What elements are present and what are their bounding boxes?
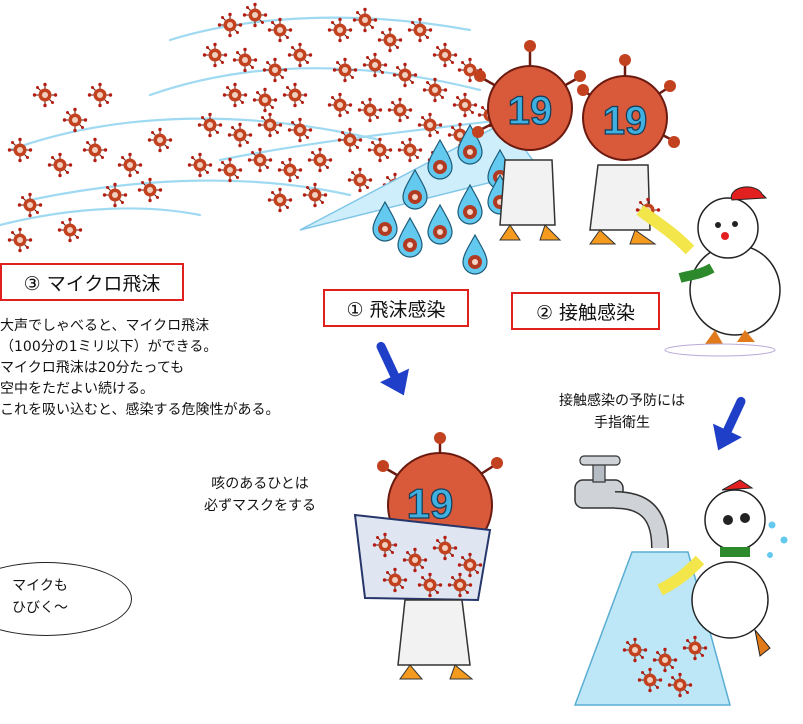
- contact-prevention-line-2: 手指衛生: [594, 415, 650, 431]
- masked-virus-character: 19: [353, 432, 503, 680]
- svg-text:19: 19: [603, 99, 648, 143]
- mask-caption-line-2: 必ずマスクをする: [204, 498, 316, 514]
- virus-character-coughing: 19: [472, 40, 586, 241]
- explanation-line-2: （100分の1ミリ以下）ができる。: [0, 339, 218, 355]
- wind-streaks: [0, 16, 522, 227]
- arrow-down-droplet-icon: [367, 340, 419, 402]
- label-contact-infection: ② 接触感染: [511, 292, 660, 330]
- micro-droplet-virus-cloud: [7, 2, 503, 253]
- contact-prevention-caption: 接触感染の予防には 手指衛生: [522, 390, 722, 434]
- svg-text:19: 19: [508, 89, 553, 133]
- snowman-character: [636, 186, 781, 357]
- mask-caption-line-1: 咳のあるひとは: [211, 476, 309, 492]
- label-droplet-infection: ① 飛沫感染: [323, 289, 469, 327]
- virus-character-touching: 19: [577, 54, 680, 245]
- svg-text:19: 19: [407, 480, 454, 527]
- speech-bubble-line-2: ひびく〜: [12, 600, 68, 616]
- explanation-line-3: マイクロ飛沫は20分たっても: [0, 360, 185, 376]
- speech-bubble-text: マイクも ひびく〜: [0, 575, 80, 619]
- speech-bubble-line-1: マイクも: [12, 578, 68, 594]
- mask-caption: 咳のあるひとは 必ずマスクをする: [180, 473, 340, 517]
- contact-prevention-line-1: 接触感染の予防には: [559, 393, 685, 409]
- explanation-line-5: これを吸い込むと、感染する危険性がある。: [0, 402, 280, 418]
- explanation-line-1: 大声でしゃべると、マイクロ飛沫: [0, 318, 210, 334]
- speech-bubble: [0, 562, 132, 636]
- label-micro-droplet: ③ マイクロ飛沫: [0, 263, 184, 301]
- micro-droplet-explanation: 大声でしゃべると、マイクロ飛沫 （100分の1ミリ以下）ができる。 マイクロ飛沫…: [0, 316, 279, 421]
- hand-washing-scene: [573, 455, 788, 706]
- explanation-line-4: 空中をただよい続ける。: [0, 381, 154, 397]
